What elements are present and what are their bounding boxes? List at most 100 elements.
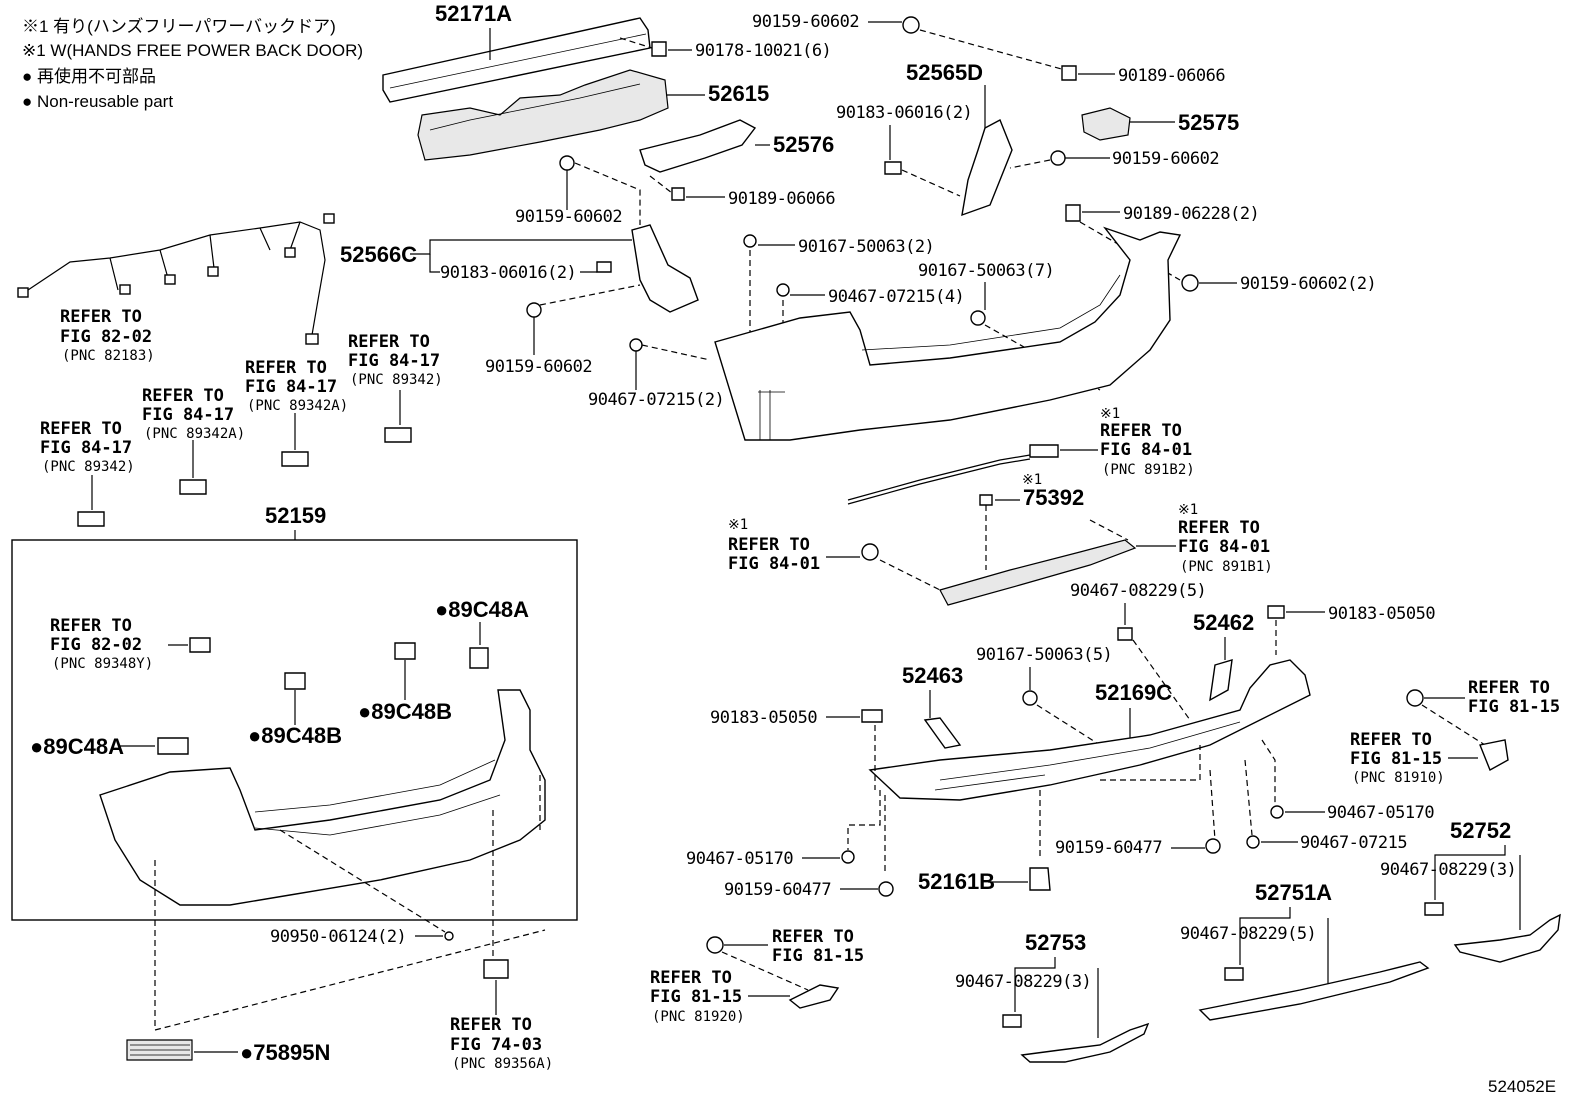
part-wire-harness[interactable] — [17, 213, 335, 345]
sensor-89342a-b[interactable] — [179, 479, 207, 495]
fastener-90167-c[interactable] — [1022, 690, 1038, 706]
clip-90183-b[interactable] — [884, 161, 902, 175]
part-81920[interactable] — [788, 984, 840, 1009]
part-bumper-cover-52159[interactable] — [99, 689, 546, 906]
fastener-90167-b[interactable] — [970, 310, 986, 326]
part-52576[interactable] — [639, 119, 757, 173]
part-52169C[interactable] — [868, 659, 1311, 801]
part-75895N[interactable] — [126, 1039, 193, 1061]
fastener-90159-c[interactable] — [1050, 150, 1066, 166]
sensor-89342-b[interactable] — [77, 511, 105, 527]
fastener-90159-e[interactable] — [878, 881, 894, 897]
label-90159-a: 90159-60602 — [515, 207, 622, 227]
part-81910[interactable] — [1479, 739, 1509, 771]
label-90467-c: 90467-08229(5) — [1070, 581, 1206, 601]
part-52753[interactable] — [1020, 1022, 1150, 1063]
part-52463[interactable] — [923, 717, 962, 749]
ref-fig-84-17-b[interactable]: REFER TO FIG 84-17 (PNC 89342A) — [245, 358, 348, 414]
ref-fig-81-15-d[interactable]: REFER TO FIG 81-15 (PNC 81920) — [650, 968, 745, 1025]
fastener-90467-e[interactable] — [1270, 805, 1284, 819]
svg-text:REFER TO: REFER TO — [245, 358, 327, 378]
clip-90467-g[interactable] — [1424, 902, 1444, 916]
part-sensor-891B1[interactable] — [939, 539, 1137, 606]
fastener-90467-a[interactable] — [629, 338, 643, 352]
fastener-90467-d[interactable] — [841, 850, 855, 864]
ref-fig-81-15-b[interactable]: REFER TO FIG 81-15 (PNC 81910) — [1350, 730, 1445, 786]
fastener-81-15-a[interactable] — [1406, 689, 1424, 707]
fastener-90159-d[interactable] — [1181, 274, 1199, 292]
part-52615[interactable] — [417, 69, 669, 161]
clip-75392[interactable] — [979, 494, 993, 506]
ref-fig-84-01-c[interactable]: ※1 REFER TO FIG 84-01 (PNC 891B1) — [1178, 502, 1273, 575]
label-90189-b: 90189-06066 — [1118, 66, 1225, 86]
fastener-90189-b[interactable] — [1061, 65, 1077, 81]
fastener-90189-c[interactable] — [1065, 204, 1081, 222]
part-52161B[interactable] — [1029, 867, 1051, 891]
part-89356a[interactable] — [483, 959, 509, 979]
ref-fig-84-01-a[interactable]: ※1 REFER TO FIG 84-01 (PNC 891B2) — [1100, 406, 1195, 478]
fastener-90950[interactable] — [444, 931, 454, 941]
part-52462[interactable] — [1209, 659, 1233, 702]
part-89C48B-1[interactable] — [284, 672, 306, 690]
label-52565D: 52565D — [906, 60, 983, 85]
part-sensor-cable-891B2[interactable] — [847, 444, 1059, 505]
fastener-90159-b[interactable] — [526, 302, 542, 318]
fastener-90159-top[interactable] — [902, 16, 920, 34]
part-52752[interactable] — [1453, 913, 1561, 963]
legend-nonreusable-jp: ● 再使用不可部品 — [22, 66, 156, 86]
fastener-90167-a[interactable] — [743, 234, 757, 248]
label-90167-b: 90167-50063(7) — [918, 261, 1054, 281]
clip-90467-i[interactable] — [1002, 1014, 1022, 1028]
clip-90183-d[interactable] — [861, 709, 883, 723]
label-90467-g: 90467-08229(3) — [1380, 860, 1516, 880]
label-75392: 75392 — [1023, 485, 1084, 510]
svg-text:(PNC 89342A): (PNC 89342A) — [144, 426, 245, 442]
sensor-89342-a[interactable] — [384, 427, 412, 443]
fastener-90467-b[interactable] — [776, 283, 790, 297]
ref-fig-81-15-a[interactable]: REFER TO FIG 81-15 — [1468, 678, 1560, 717]
bracket-89348y[interactable] — [189, 637, 211, 653]
svg-text:FIG 81-15: FIG 81-15 — [1350, 749, 1442, 769]
part-89C48A-2[interactable] — [157, 737, 189, 755]
ref-fig-81-15-c[interactable]: REFER TO FIG 81-15 — [772, 927, 864, 966]
clip-90467-c[interactable] — [1117, 627, 1133, 641]
ref-fig-84-17-c[interactable]: REFER TO FIG 84-17 (PNC 89342A) — [142, 386, 245, 442]
svg-text:FIG 81-15: FIG 81-15 — [1468, 697, 1560, 717]
ref-fig-74-03[interactable]: REFER TO FIG 74-03 (PNC 89356A) — [450, 1015, 553, 1072]
part-bumper-cover-upper[interactable] — [714, 226, 1182, 441]
label-52753: 52753 — [1025, 930, 1086, 955]
ref-fig-84-17-a[interactable]: REFER TO FIG 84-17 (PNC 89342) — [348, 332, 443, 388]
fastener-90467-f[interactable] — [1246, 835, 1260, 849]
ref-fig-82-02-b[interactable]: REFER TO FIG 82-02 (PNC 89348Y) — [50, 616, 153, 672]
svg-text:(PNC 81910): (PNC 81910) — [1352, 770, 1445, 786]
part-52575[interactable] — [1081, 107, 1131, 141]
label-52159: 52159 — [265, 503, 326, 528]
part-52565D[interactable] — [961, 119, 1013, 217]
fastener-90159-f[interactable] — [1205, 838, 1221, 854]
clip-90467-h[interactable] — [1224, 967, 1244, 981]
fastener-90178[interactable] — [651, 41, 667, 57]
fastener-90189-a[interactable] — [671, 187, 685, 201]
ref-fig-84-17-d[interactable]: REFER TO FIG 84-17 (PNC 89342) — [40, 419, 135, 475]
clip-90183-a[interactable] — [596, 261, 612, 273]
sensor-89342a-a[interactable] — [281, 451, 309, 467]
part-52751A[interactable] — [1198, 961, 1430, 1021]
svg-text:FIG 84-17: FIG 84-17 — [40, 438, 132, 458]
fastener-90159-a[interactable] — [559, 155, 575, 171]
svg-text:FIG 82-02: FIG 82-02 — [50, 635, 142, 655]
ref-fig-84-01-b[interactable]: ※1 REFER TO FIG 84-01 — [728, 517, 820, 574]
svg-text:※1: ※1 — [728, 517, 748, 533]
fastener-84-01-b[interactable] — [861, 543, 879, 561]
label-75895N: ●75895N — [240, 1040, 330, 1065]
svg-text:REFER TO: REFER TO — [772, 927, 854, 947]
fastener-81-15-c[interactable] — [706, 936, 724, 954]
label-90189-a: 90189-06066 — [728, 189, 835, 209]
part-89C48A-1[interactable] — [469, 647, 489, 669]
part-52566C[interactable] — [631, 224, 699, 313]
part-89C48B-2[interactable] — [394, 642, 416, 660]
clip-90183-c[interactable] — [1267, 605, 1285, 619]
ref-fig-82-02-a[interactable]: REFER TO FIG 82-02 (PNC 82183) — [60, 307, 155, 364]
label-90167-c: 90167-50063(5) — [976, 645, 1112, 665]
svg-text:FIG 84-17: FIG 84-17 — [142, 405, 234, 425]
svg-text:(PNC 89356A): (PNC 89356A) — [452, 1056, 553, 1072]
